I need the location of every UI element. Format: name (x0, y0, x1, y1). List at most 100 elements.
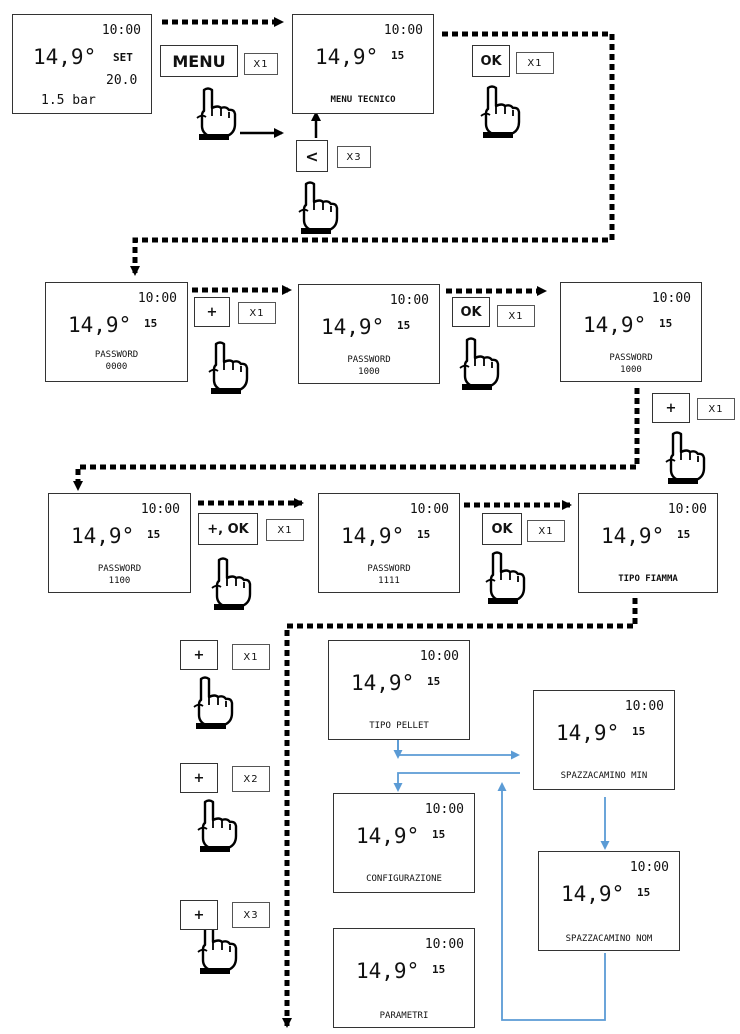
pressure-display: 1.5 bar (41, 93, 96, 108)
sub-value: 15 (391, 49, 405, 62)
plus-ok-button[interactable]: +, OK (198, 513, 258, 545)
time-display: 10:00 (424, 937, 464, 952)
temperature-display: 14,9° (356, 959, 420, 983)
menu-press-count: X1 (244, 53, 278, 75)
plus-press-count: X1 (697, 398, 735, 420)
screen-label: PARAMETRI (379, 1011, 429, 1021)
arrow-pellet-to-spazzacamino-min (397, 740, 520, 760)
time-display: 10:00 (137, 291, 177, 306)
sub-value: 15 (417, 528, 431, 541)
screen-password-5: 10:00 14,9° 15 PASSWORD 1111 (318, 493, 460, 593)
temperature-display: 14,9° (356, 824, 420, 848)
screen-tipo-fiamma: 10:00 14,9° 15 TIPO FIAMMA (578, 493, 718, 593)
temperature-display: 14,9° (583, 313, 647, 337)
temperature-display: 14,9° (68, 313, 132, 337)
screen-label: TIPO PELLET (369, 721, 429, 731)
sub-value: 15 (147, 528, 161, 541)
time-display: 10:00 (424, 802, 464, 817)
screen-password-2: 10:00 14,9° 15 PASSWORD 1000 (298, 284, 440, 384)
cycle-arrows (393, 740, 610, 1021)
screen-password-4: 10:00 14,9° 15 PASSWORD 1100 (48, 493, 191, 593)
temperature-display: 14,9° (341, 524, 405, 548)
temperature-display: 14,9° (601, 524, 665, 548)
time-display: 10:00 (651, 291, 691, 306)
sub-value: 15 (637, 886, 651, 899)
arrow-nom-to-loop (497, 782, 606, 1021)
plus-button-x2[interactable]: + (180, 763, 218, 793)
screen-label: CONFIGURAZIONE (366, 874, 442, 884)
sub-value: 15 (427, 675, 441, 688)
password-label: PASSWORD (94, 350, 139, 360)
time-display: 10:00 (419, 649, 459, 664)
plus-x2-press-count: X2 (232, 766, 270, 792)
temperature-display: 14,9° (351, 671, 415, 695)
password-label: PASSWORD (347, 355, 391, 365)
back-arrows (240, 111, 321, 138)
plus-press-count: X1 (238, 302, 276, 324)
password-code: 1000 (358, 367, 380, 377)
sub-value: 15 (397, 319, 411, 332)
password-code: 0000 (105, 362, 128, 372)
plus-button[interactable]: + (194, 297, 230, 327)
temperature-display: 14,9° (321, 315, 385, 339)
password-label: PASSWORD (97, 564, 142, 574)
plus-button-x3[interactable]: + (180, 900, 218, 930)
plus-x3-press-count: X3 (232, 902, 270, 928)
screen-tipo-pellet: 10:00 14,9° 15 TIPO PELLET (328, 640, 470, 740)
time-display: 10:00 (383, 23, 423, 38)
screen-spazzacamino-nom: 10:00 14,9° 15 SPAZZACAMINO NOM (538, 851, 680, 951)
arrow-menu-tecnico-to-password (130, 31, 615, 276)
time-display: 10:00 (101, 23, 141, 38)
back-button[interactable]: < (296, 140, 328, 172)
ok-button[interactable]: OK (482, 513, 522, 545)
sub-value: 15 (432, 963, 446, 976)
set-label: SET (113, 51, 133, 64)
set-value: 20.0 (106, 73, 138, 88)
screen-label: SPAZZACAMINO MIN (560, 771, 648, 781)
password-code: 1111 (378, 576, 400, 586)
time-display: 10:00 (409, 502, 449, 517)
screen-password-3: 10:00 14,9° 15 PASSWORD 1000 (560, 282, 702, 382)
screen-label: MENU TECNICO (330, 95, 396, 105)
back-press-count: X3 (337, 146, 371, 168)
plus-button-x1[interactable]: + (180, 640, 218, 670)
screen-menu-tecnico: 10:00 14,9° 15 MENU TECNICO (292, 14, 434, 114)
arrow-spazzacamino-back (393, 772, 520, 792)
password-label: PASSWORD (609, 353, 653, 363)
ok-press-count: X1 (497, 305, 535, 327)
screen-password-1: 10:00 14,9° 15 PASSWORD 0000 (45, 282, 188, 382)
temperature-display: 14,9° (561, 882, 625, 906)
screen-spazzacamino-min: 10:00 14,9° 15 SPAZZACAMINO MIN (533, 690, 675, 790)
screen-configurazione: 10:00 14,9° 15 CONFIGURAZIONE (333, 793, 475, 893)
plus-button[interactable]: + (652, 393, 690, 423)
password-code: 1100 (108, 576, 131, 586)
sub-value: 15 (432, 828, 446, 841)
plus-ok-press-count: X1 (266, 519, 304, 541)
time-display: 10:00 (667, 502, 707, 517)
password-label: PASSWORD (367, 564, 411, 574)
ok-button[interactable]: OK (472, 45, 510, 77)
password-code: 1000 (620, 365, 642, 375)
flow-arrows (73, 17, 640, 1028)
temperature-display: 14,9° (33, 45, 97, 69)
time-display: 10:00 (389, 293, 429, 308)
screen-home: 10:00 14,9° SET 20.0 1.5 bar (12, 14, 152, 114)
screen-label: TIPO FIAMMA (618, 574, 678, 584)
time-display: 10:00 (624, 699, 664, 714)
sub-value: 15 (144, 317, 158, 330)
time-display: 10:00 (629, 860, 669, 875)
time-display: 10:00 (140, 502, 180, 517)
screen-parametri: 10:00 14,9° 15 PARAMETRI (333, 928, 475, 1028)
sub-value: 15 (632, 725, 646, 738)
arrow-password-3-to-4 (73, 388, 640, 491)
sub-value: 15 (659, 317, 673, 330)
menu-button[interactable]: MENU (160, 45, 238, 77)
temperature-display: 14,9° (315, 45, 379, 69)
temperature-display: 14,9° (71, 524, 135, 548)
ok-button[interactable]: OK (452, 297, 490, 327)
arrow-tipo-fiamma-down (282, 598, 638, 1028)
plus-x1-press-count: X1 (232, 644, 270, 670)
screen-label: SPAZZACAMINO NOM (565, 934, 653, 944)
ok-press-count: X1 (527, 520, 565, 542)
